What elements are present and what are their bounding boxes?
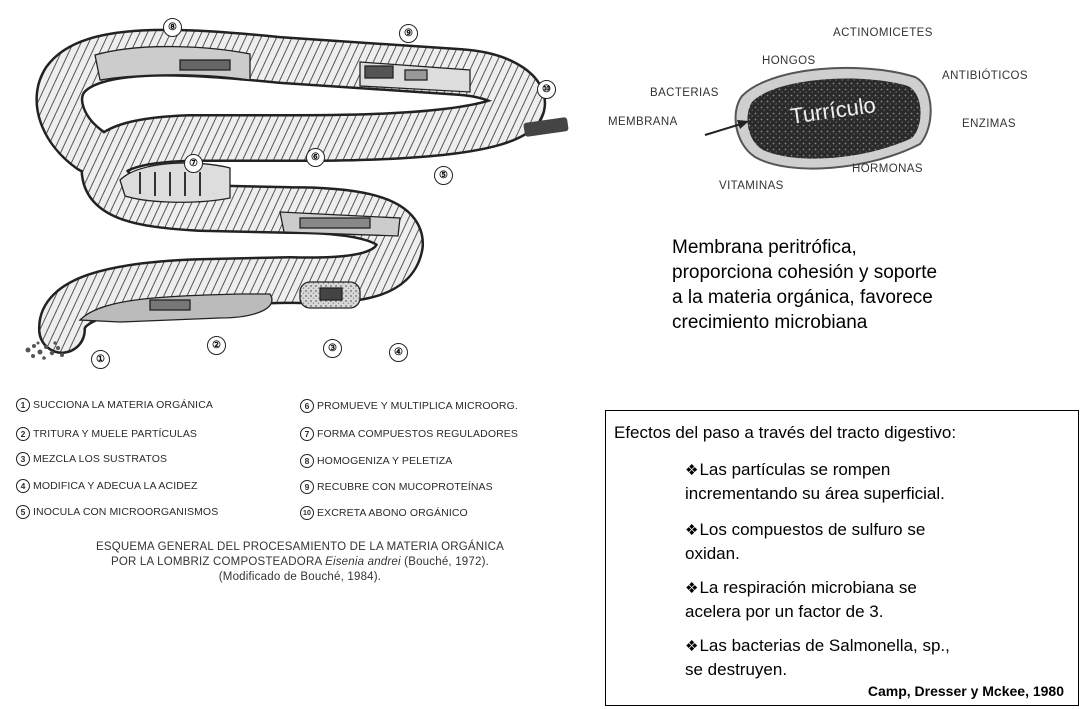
label-bacterias: BACTERIAS [650, 87, 719, 99]
step-10-marker: ⑩ [537, 80, 556, 99]
diamond-bullet-icon: ❖ [685, 519, 698, 542]
label-hormonas: HORMONAS [852, 163, 923, 175]
label-vitaminas: VITAMINAS [719, 180, 784, 192]
label-enzimas: ENZIMAS [962, 118, 1016, 130]
diamond-bullet-icon: ❖ [685, 577, 698, 600]
step-8-marker: ⑧ [163, 18, 182, 37]
step-6-marker: ⑥ [306, 148, 325, 167]
effects-title: Efectos del paso a través del tracto dig… [614, 423, 956, 443]
step-5-marker: ⑤ [434, 166, 453, 185]
diagram-caption: ESQUEMA GENERAL DEL PROCESAMIENTO DE LA … [40, 540, 560, 585]
step-3-marker: ③ [323, 339, 342, 358]
step-7-marker: ⑦ [184, 154, 203, 173]
arrow-icon [703, 118, 753, 140]
caption-line-2: POR LA LOMBRIZ COMPOSTEADORA Eisenia and… [40, 555, 560, 570]
step-1-marker: ① [91, 350, 110, 369]
step-9-marker: ⑨ [399, 24, 418, 43]
diamond-bullet-icon: ❖ [685, 635, 698, 658]
citation: Camp, Dresser y Mckee, 1980 [868, 683, 1064, 699]
label-membrana: MEMBRANA [608, 116, 678, 128]
step-2-marker: ② [207, 336, 226, 355]
caption-line-1: ESQUEMA GENERAL DEL PROCESAMIENTO DE LA … [40, 540, 560, 555]
effect-item: ❖Las bacterias de Salmonella, sp.,se des… [685, 634, 1075, 681]
effects-box: Efectos del paso a través del tracto dig… [605, 410, 1079, 706]
label-hongos: HONGOS [762, 55, 816, 67]
caption-line-3: (Modificado de Bouché, 1984). [40, 570, 560, 585]
membrane-description: Membrana peritrófica, proporciona cohesi… [672, 235, 1052, 335]
label-actinomicetes: ACTINOMICETES [833, 27, 933, 39]
step-4-marker: ④ [389, 343, 408, 362]
label-antibioticos: ANTIBIÓTICOS [942, 70, 1028, 82]
caption-species: Eisenia andrei [325, 556, 401, 568]
diamond-bullet-icon: ❖ [685, 459, 698, 482]
worm-diagram [0, 0, 600, 380]
